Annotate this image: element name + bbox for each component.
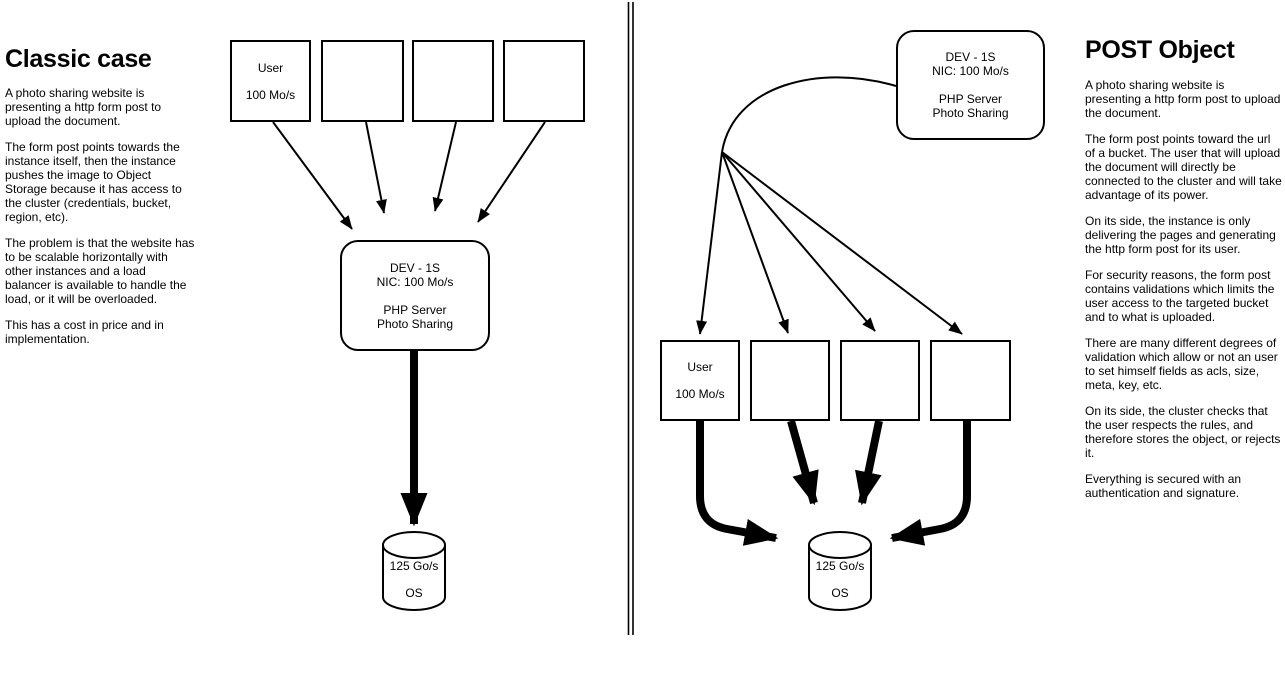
right-client-box-3 xyxy=(840,340,920,421)
right-paragraph-6: On its side, the cluster checks that the… xyxy=(1085,404,1281,460)
user-box-name: User xyxy=(257,60,284,75)
right-fan-arrow-1 xyxy=(696,151,723,335)
server-nic: NIC: 100 Mo/s xyxy=(376,274,454,289)
left-panel-title: Classic case xyxy=(5,45,152,74)
page-title: POST Object xyxy=(1085,36,1235,64)
left-upload-arrow-3 xyxy=(432,121,457,212)
right-paragraph-3: On its side, the instance is only delive… xyxy=(1085,214,1276,256)
left-upload-arrow-4 xyxy=(477,121,546,223)
left-client-box-3 xyxy=(412,40,494,122)
left-paragraph-4: This has a cost in price and in implemen… xyxy=(5,318,164,346)
user-box-rate: 100 Mo/s xyxy=(675,387,725,401)
right-paragraph-7: Everything is secured with an authentica… xyxy=(1085,472,1242,500)
right-upload-arrow-3 xyxy=(855,420,883,506)
server-role-1: PHP Server xyxy=(383,302,447,317)
right-fan-arrow-3 xyxy=(721,151,876,332)
right-fan-arrow-4 xyxy=(721,151,963,335)
storage-rate: 125 Go/s xyxy=(389,559,439,573)
right-storage-labels: 125 Go/s OS xyxy=(809,559,871,600)
left-client-box-2 xyxy=(321,40,404,122)
left-upload-arrow-1 xyxy=(272,121,353,230)
storage-rate: 125 Go/s xyxy=(815,559,865,573)
right-paragraph-4: For security reasons, the form post cont… xyxy=(1085,268,1275,324)
left-storage-cylinder xyxy=(382,531,446,611)
right-paragraph-2: The form post points toward the url of a… xyxy=(1085,132,1282,202)
storage-os-label: OS xyxy=(405,586,423,600)
page-title: Classic case xyxy=(5,45,152,73)
right-client-box-2 xyxy=(750,340,830,421)
user-box-rate: 100 Mo/s xyxy=(245,87,296,102)
right-client-box-4 xyxy=(930,340,1011,421)
right-upload-arrow-4 xyxy=(889,421,971,546)
left-upload-arrow-2 xyxy=(365,121,387,214)
right-panel-description: A photo sharing website is presenting a … xyxy=(1085,78,1282,512)
server-model: DEV - 1S xyxy=(945,50,996,64)
panel-divider xyxy=(627,2,634,635)
right-user-box: User 100 Mo/s xyxy=(660,340,740,421)
right-upload-arrow-2 xyxy=(787,419,819,506)
server-role-2: Photo Sharing xyxy=(376,316,454,331)
storage-os-label: OS xyxy=(831,586,849,600)
right-storage-cylinder xyxy=(808,531,872,611)
left-user-box: User 100 Mo/s xyxy=(230,40,311,122)
left-storage-labels: 125 Go/s OS xyxy=(383,559,445,600)
server-role-1: PHP Server xyxy=(938,92,1003,106)
right-server-box: DEV - 1S NIC: 100 Mo/s PHP Server Photo … xyxy=(896,30,1045,140)
server-model: DEV - 1S xyxy=(389,260,440,275)
left-paragraph-1: A photo sharing website is presenting a … xyxy=(5,86,162,128)
server-nic: NIC: 100 Mo/s xyxy=(932,64,1009,78)
left-panel-description: A photo sharing website is presenting a … xyxy=(5,86,195,358)
right-page-delivery-curve xyxy=(721,76,897,153)
left-server-box: DEV - 1S NIC: 100 Mo/s PHP Server Photo … xyxy=(340,240,490,351)
left-paragraph-3: The problem is that the website has to b… xyxy=(5,236,195,306)
right-panel-title: POST Object xyxy=(1085,36,1235,65)
right-paragraph-5: There are many different degrees of vali… xyxy=(1085,336,1278,392)
right-paragraph-1: A photo sharing website is presenting a … xyxy=(1085,78,1281,120)
right-upload-arrow-1 xyxy=(696,421,779,546)
server-role-2: Photo Sharing xyxy=(932,106,1009,120)
user-box-name: User xyxy=(687,360,713,374)
left-paragraph-2: The form post points towards the instanc… xyxy=(5,140,182,224)
left-client-box-4 xyxy=(503,40,585,122)
right-fan-arrow-2 xyxy=(721,151,789,334)
